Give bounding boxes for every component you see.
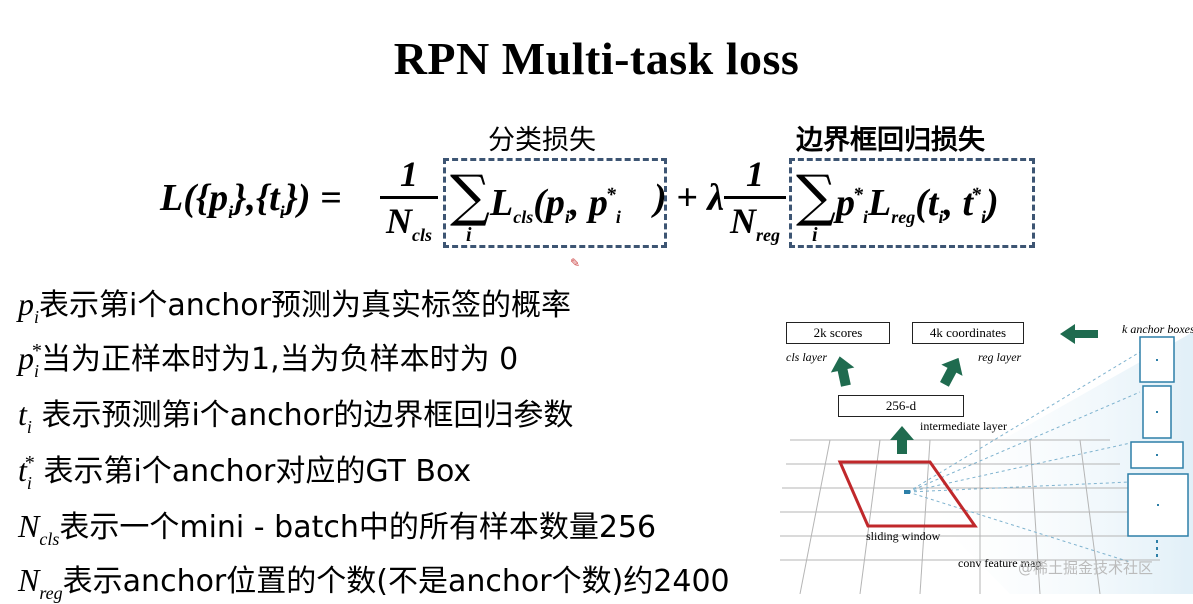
cls-layer-label: cls layer bbox=[786, 350, 827, 364]
def-star: * bbox=[23, 452, 34, 474]
rpn-diagram-svg bbox=[780, 324, 1193, 594]
def-var: N bbox=[18, 562, 40, 598]
def-star: * bbox=[31, 340, 42, 362]
plus-lambda: ) + λ bbox=[654, 177, 725, 219]
reg-L-sub: reg bbox=[891, 207, 916, 227]
cls-arg-sub2: i bbox=[615, 207, 621, 227]
frac-reg-num: 1 bbox=[746, 154, 764, 194]
frac-cls-bar bbox=[380, 196, 438, 199]
anchor-boxes-label: k anchor boxes bbox=[1122, 322, 1193, 336]
def-sub: cls bbox=[39, 529, 60, 549]
conv-map-label: conv feature map bbox=[958, 556, 1042, 570]
def-sub: i bbox=[34, 361, 40, 381]
reg-close: ) bbox=[986, 182, 999, 224]
def-var: p bbox=[18, 286, 34, 322]
lhs-sub2: i bbox=[279, 202, 285, 222]
reg-L: L bbox=[868, 182, 892, 224]
cls-star: * bbox=[605, 184, 616, 206]
frac-reg-den-sub: reg bbox=[756, 225, 780, 245]
intermediate-box: 256-d bbox=[838, 395, 964, 417]
cursor-mark-icon: ✎ bbox=[570, 256, 581, 270]
def-sub: i bbox=[34, 307, 40, 327]
def-text: 表示一个mini - batch中的所有样本数量256 bbox=[59, 510, 657, 545]
fraction-reg: 1 Nreg bbox=[724, 156, 786, 253]
def-var: t bbox=[18, 452, 27, 488]
def-text: 表示预测第i个anchor的边界框回归参数 bbox=[31, 398, 574, 433]
cls-arg-sub: i bbox=[564, 207, 570, 227]
definition-item: ti* 表示第i个anchor对应的GT Box bbox=[18, 446, 471, 494]
reg-arg-sub2: i bbox=[981, 207, 987, 227]
sliding-window-box bbox=[837, 460, 978, 528]
frac-reg-bar bbox=[724, 196, 786, 199]
def-text: 表示第i个anchor对应的GT Box bbox=[33, 454, 472, 489]
cls-loss-box bbox=[443, 158, 667, 248]
sum-symbol: ∑ bbox=[450, 164, 490, 229]
reg-arg-sub: i bbox=[938, 207, 944, 227]
intermediate-label: intermediate layer bbox=[920, 419, 1007, 433]
def-var: t bbox=[18, 396, 27, 432]
frac-cls-num: 1 bbox=[400, 154, 418, 194]
frac-cls-den: N bbox=[386, 201, 412, 241]
reg-loss-label: 边界框回归损失 bbox=[796, 125, 985, 156]
reg-args2: , t bbox=[943, 182, 974, 224]
definition-item: pi*当为正样本时为1,当为负样本时为 0 bbox=[18, 334, 518, 382]
reg-star: * bbox=[971, 184, 982, 206]
sum2-index: i bbox=[812, 224, 818, 246]
definition-item: pi表示第i个anchor预测为真实标签的概率 bbox=[18, 280, 571, 328]
lhs-mid: },{t bbox=[233, 177, 280, 219]
frac-reg-den: N bbox=[730, 201, 756, 241]
definition-item: ti 表示预测第i个anchor的边界框回归参数 bbox=[18, 390, 573, 438]
reg-p-star: * bbox=[852, 184, 863, 206]
reg-loss-box bbox=[789, 158, 1035, 248]
reg-term: ∑p*iLreg(ti, t*i) bbox=[796, 164, 999, 229]
cls-args: (p bbox=[533, 182, 565, 224]
definition-item: Nreg表示anchor位置的个数(不是anchor个数)约2400 bbox=[18, 556, 730, 604]
def-text: 当为正样本时为1,当为负样本时为 0 bbox=[41, 342, 519, 377]
frac-cls-den-sub: cls bbox=[412, 225, 432, 245]
reg-layer-label: reg layer bbox=[978, 350, 1022, 364]
def-sub: i bbox=[26, 417, 32, 437]
def-sub: i bbox=[26, 473, 32, 493]
green-arrows bbox=[830, 324, 1098, 454]
cls-loss-label: 分类损失 bbox=[488, 125, 596, 156]
scores-box: 2k scores bbox=[786, 322, 890, 344]
rpn-diagram bbox=[780, 312, 1193, 594]
anchor-boxes bbox=[1127, 336, 1189, 537]
def-sub: reg bbox=[39, 583, 63, 603]
reg-p: p bbox=[835, 182, 855, 224]
feature-map-grid bbox=[780, 439, 1160, 594]
def-var: p bbox=[18, 340, 34, 376]
cls-L-sub: cls bbox=[513, 207, 534, 227]
lhs-text: L({p bbox=[160, 177, 229, 219]
lhs-end: }) = bbox=[284, 177, 342, 219]
sum-symbol-2: ∑ bbox=[796, 164, 836, 229]
formula-lhs: L({pi},{ti}) = bbox=[160, 176, 342, 223]
def-text: 表示第i个anchor预测为真实标签的概率 bbox=[39, 288, 571, 323]
def-text: 表示anchor位置的个数(不是anchor个数)约2400 bbox=[62, 564, 730, 599]
fraction-cls: 1 Ncls bbox=[380, 156, 438, 253]
watermark: @稀土掘金技术社区 bbox=[1018, 559, 1154, 577]
lhs-sub: i bbox=[228, 202, 234, 222]
sliding-window-label: sliding window bbox=[866, 529, 941, 543]
reg-p-sub: i bbox=[862, 207, 868, 227]
anchor-dots bbox=[1156, 359, 1159, 557]
def-var: N bbox=[18, 508, 40, 544]
cls-args2: , p bbox=[569, 182, 608, 224]
cls-term: ∑Lcls(pi, p*i bbox=[450, 164, 621, 229]
reg-args: (t bbox=[915, 182, 939, 224]
slide-title: RPN Multi-task loss bbox=[393, 33, 800, 84]
coordinates-box: 4k coordinates bbox=[912, 322, 1024, 344]
cls-L: L bbox=[489, 182, 514, 224]
projection-fan bbox=[910, 332, 1193, 594]
definition-item: Ncls表示一个mini - batch中的所有样本数量256 bbox=[18, 502, 656, 550]
sum1-index: i bbox=[466, 224, 472, 246]
window-center bbox=[904, 490, 910, 494]
